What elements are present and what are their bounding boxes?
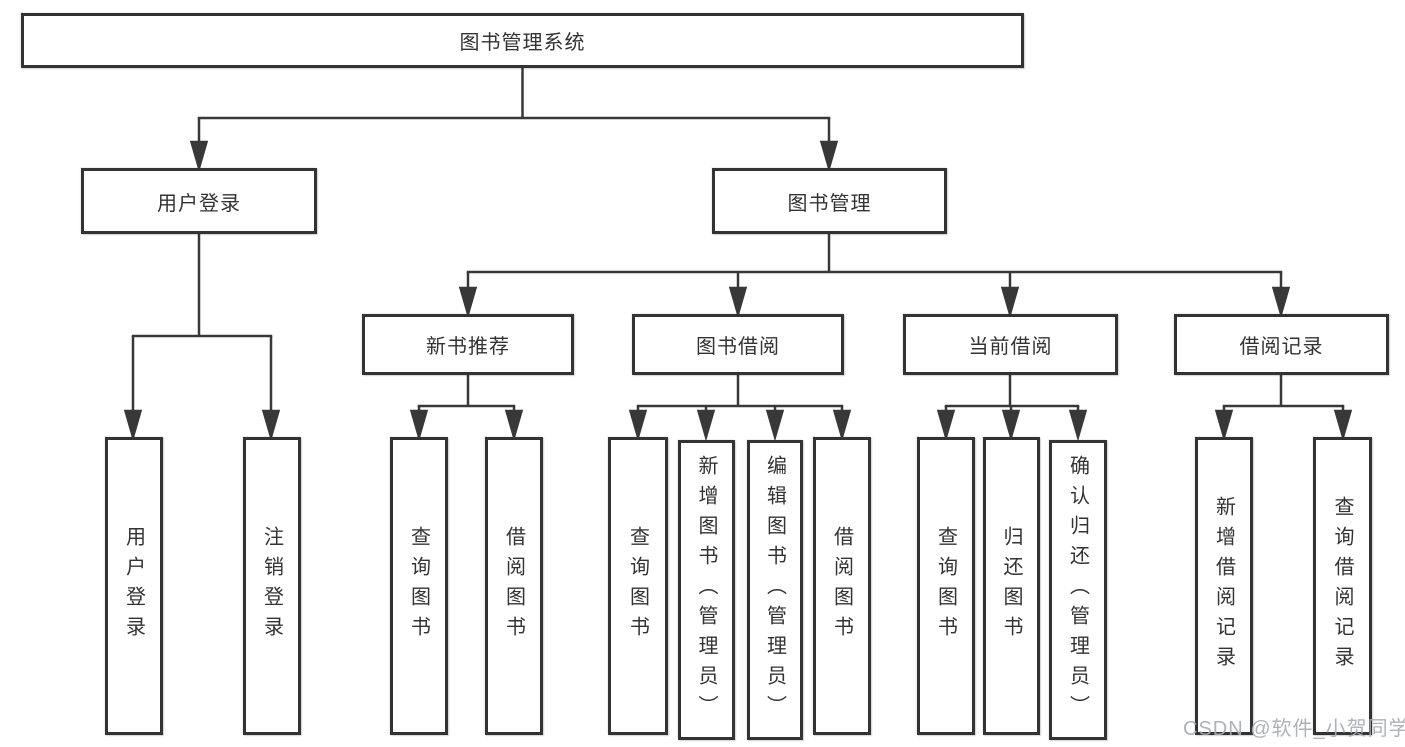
leaf-label: 查询借阅记录 <box>1331 496 1353 676</box>
leaf-logout: 注销登录 <box>243 437 301 735</box>
node-new-book-recommend: 新书推荐 <box>362 314 574 375</box>
tree-connectors <box>123 68 1353 442</box>
leaf-borrow-books-1: 借阅图书 <box>485 437 543 735</box>
arrowhead <box>1271 286 1291 319</box>
leaf-return-books: 归还图书 <box>983 437 1040 735</box>
arrowhead <box>1000 286 1020 319</box>
leaf-borrow-books-2: 借阅图书 <box>813 437 871 735</box>
arrowhead <box>504 409 524 442</box>
arrowhead <box>819 140 839 173</box>
arrowhead <box>261 409 281 442</box>
arrowhead <box>696 409 716 442</box>
node-new-book-recommend-label: 新书推荐 <box>426 336 510 358</box>
leaf-add-books-admin: 新增图书（管理员） <box>678 440 735 740</box>
arrowhead <box>1068 409 1088 442</box>
node-book-management: 图书管理 <box>712 168 947 234</box>
leaf-query-books-1: 查询图书 <box>390 437 448 735</box>
node-user-login: 用户登录 <box>81 168 317 234</box>
arrowhead <box>1333 409 1353 442</box>
leaf-label: 借阅图书 <box>502 526 525 646</box>
arrowhead <box>123 409 143 442</box>
node-root-label: 图书管理系统 <box>459 32 586 54</box>
leaf-label: 归还图书 <box>1000 526 1022 646</box>
leaf-label: 新增图书（管理员） <box>695 455 717 725</box>
node-book-borrow: 图书借阅 <box>632 314 844 375</box>
leaf-confirm-return-admin: 确认归还（管理员） <box>1049 440 1107 740</box>
leaf-query-borrow-record: 查询借阅记录 <box>1313 437 1372 735</box>
arrowhead <box>728 286 748 319</box>
leaf-label: 查询图书 <box>934 526 957 646</box>
arrowhead <box>832 409 852 442</box>
arrowhead <box>936 409 956 442</box>
leaf-label: 查询图书 <box>407 526 430 646</box>
node-root: 图书管理系统 <box>21 13 1024 68</box>
leaf-query-books-3: 查询图书 <box>917 437 975 735</box>
leaf-edit-books-admin: 编辑图书（管理员） <box>747 440 803 740</box>
node-current-borrow-label: 当前借阅 <box>968 336 1053 358</box>
node-book-borrow-label: 图书借阅 <box>696 336 780 358</box>
leaf-label: 用户登录 <box>122 526 145 646</box>
csdn-watermark: CSDN @软件_小贺同学 <box>1183 718 1405 740</box>
node-borrow-records: 借阅记录 <box>1174 314 1389 375</box>
arrowhead <box>1214 409 1234 442</box>
arrowhead <box>189 140 209 173</box>
leaf-label: 注销登录 <box>260 526 283 646</box>
leaf-label: 确认归还（管理员） <box>1066 455 1089 725</box>
leaf-add-borrow-record: 新增借阅记录 <box>1195 437 1253 735</box>
arrowhead <box>765 409 785 442</box>
leaf-label: 新增借阅记录 <box>1212 496 1235 676</box>
leaf-query-books-2: 查询图书 <box>608 437 668 735</box>
arrowhead <box>628 409 648 442</box>
node-book-management-label: 图书管理 <box>787 192 872 215</box>
arrowhead <box>1001 409 1021 442</box>
leaf-user-login: 用户登录 <box>105 437 163 735</box>
leaf-label: 借阅图书 <box>830 526 853 646</box>
node-user-login-label: 用户登录 <box>157 192 241 215</box>
arrowhead <box>458 286 478 319</box>
node-borrow-records-label: 借阅记录 <box>1239 336 1324 358</box>
arrowhead <box>409 409 429 442</box>
leaf-label: 查询图书 <box>626 526 649 646</box>
node-current-borrow: 当前借阅 <box>903 314 1118 375</box>
leaf-label: 编辑图书（管理员） <box>763 455 786 725</box>
